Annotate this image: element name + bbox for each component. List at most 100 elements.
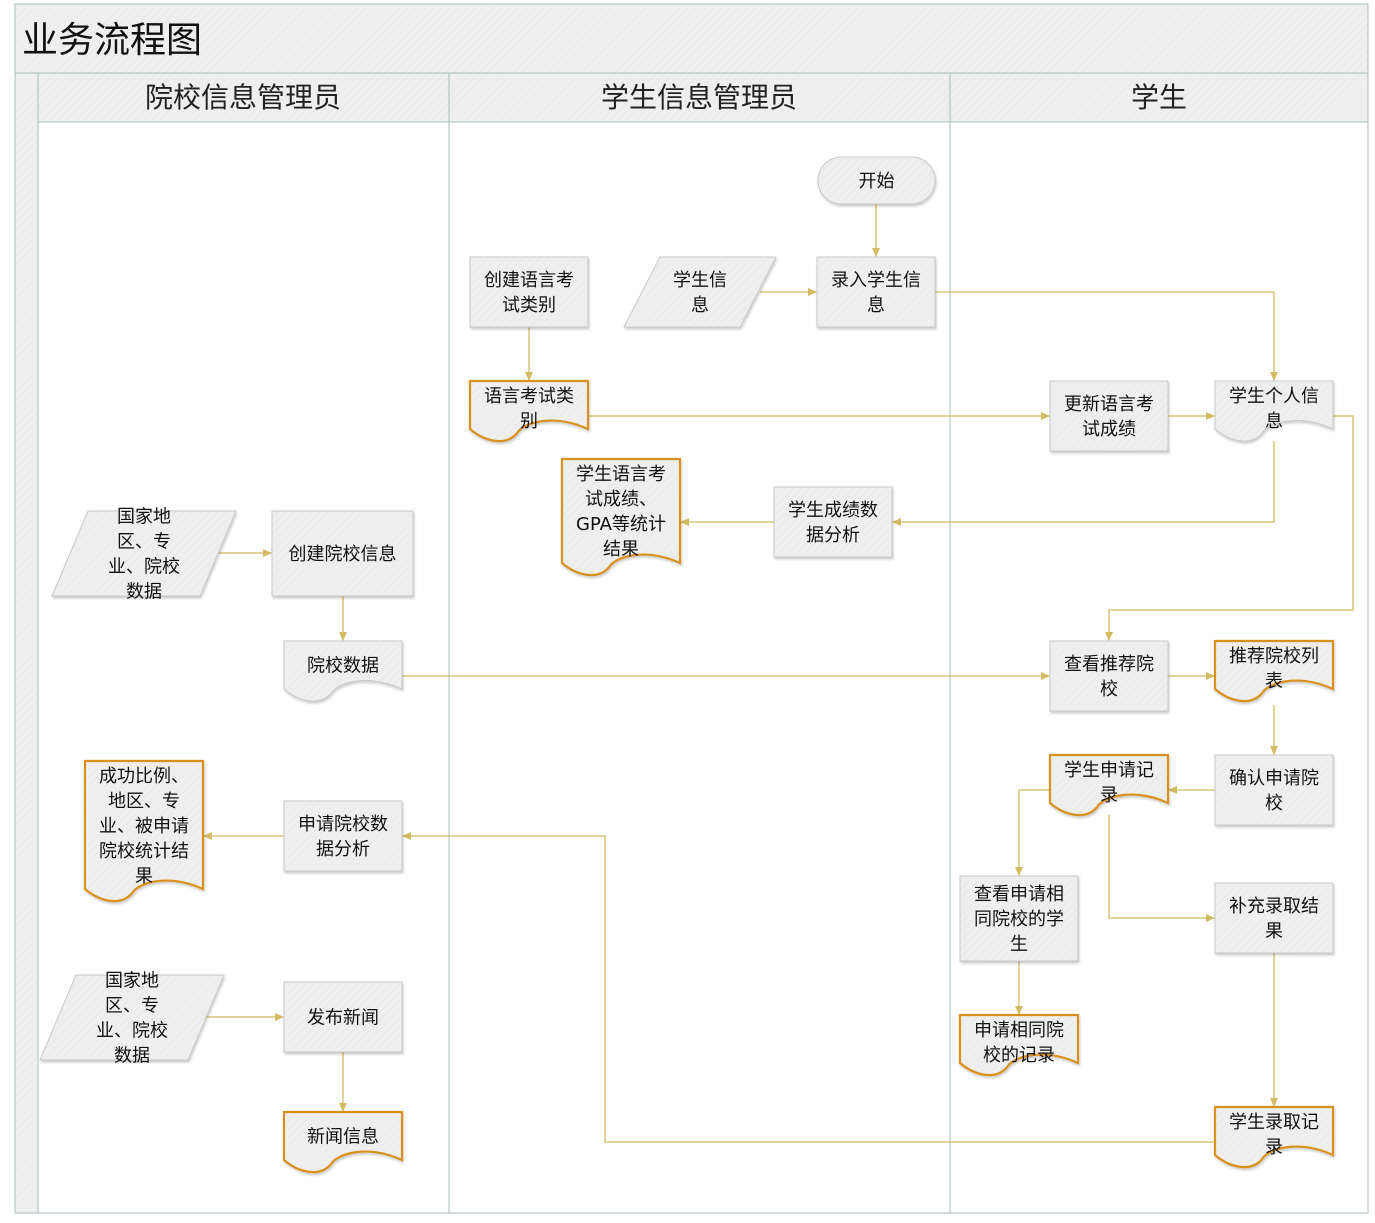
process-shape xyxy=(1214,754,1334,826)
node-lang-types[interactable]: 语言考试类别 xyxy=(468,379,590,443)
document-shape xyxy=(1213,639,1335,703)
node-score-results[interactable]: 学生语言考试成绩、 GPA等统计结果 xyxy=(560,457,682,577)
document-shape xyxy=(1213,1105,1335,1169)
label-line: 果 xyxy=(1265,921,1283,942)
node-personal-info[interactable]: 学生个人信息 xyxy=(1214,380,1334,442)
node-label: 确认申请院校 xyxy=(1229,768,1319,814)
node-success-stats[interactable]: 成功比例、地区、专业、被申请院校统计结果 xyxy=(83,759,205,903)
node-label: 补充录取结果 xyxy=(1229,896,1319,942)
label-line: 同院校的学 xyxy=(974,909,1064,930)
node-label: 学生申请记录 xyxy=(1064,760,1154,806)
document-shape xyxy=(1214,380,1334,442)
swimlane-pool: 业务流程图 院校信息管理员 学生信息管理员 学生 xyxy=(14,3,1369,1214)
label-line: 息 xyxy=(691,295,709,316)
node-label: 学生个人信息 xyxy=(1229,386,1319,432)
label-line: 地区、专 xyxy=(108,791,180,812)
label-line: 试成绩 xyxy=(1082,419,1136,440)
node-confirm-apply[interactable]: 确认申请院校 xyxy=(1214,754,1334,826)
label-line: GPA等统计 xyxy=(576,514,666,535)
title-bar xyxy=(14,3,1369,74)
label-line: 语言考试类 xyxy=(484,386,574,407)
label-line: 果 xyxy=(135,866,153,887)
label-line: 国家地 xyxy=(117,507,171,528)
node-label: 成功比例、地区、专业、被申请院校统计结果 xyxy=(99,766,189,887)
node-label: 学生成绩数据分析 xyxy=(788,500,878,546)
node-region-data1[interactable]: 国家地区、专业、院校数据 xyxy=(51,507,237,603)
document-shape xyxy=(958,1013,1080,1077)
label-line: 息 xyxy=(1265,411,1283,432)
node-label: 创建院校信息 xyxy=(289,544,397,565)
node-student-info-data[interactable]: 学生信息 xyxy=(623,256,777,328)
label-line: 业、院校 xyxy=(96,1021,168,1042)
connector-apply_record-to-view_same xyxy=(1015,789,1050,876)
terminal-shape xyxy=(817,156,936,205)
document-shape xyxy=(560,457,682,577)
lane-header-bar xyxy=(37,72,1369,123)
label-line: 别 xyxy=(520,411,538,432)
node-view-same[interactable]: 查看申请相同院校的学生 xyxy=(959,875,1079,962)
node-update-scores[interactable]: 更新语言考试成绩 xyxy=(1049,380,1169,452)
label-line: 结果 xyxy=(603,539,639,560)
node-apply-analysis[interactable]: 申请院校数据分析 xyxy=(283,800,403,872)
label-line: 学生成绩数 xyxy=(788,500,878,521)
node-label: 更新语言考试成绩 xyxy=(1064,394,1154,440)
label-line: 国家地 xyxy=(105,971,159,992)
node-create-school[interactable]: 创建院校信息 xyxy=(271,510,414,597)
left-strip xyxy=(14,72,39,1214)
node-start[interactable]: 开始 xyxy=(817,156,936,205)
data-shape xyxy=(623,256,777,328)
node-same-record[interactable]: 申请相同院校的记录 xyxy=(958,1013,1080,1077)
label-line: 学生个人信 xyxy=(1229,386,1319,407)
data-shape xyxy=(39,974,225,1061)
process-shape xyxy=(1049,640,1169,712)
label-line: 区、专 xyxy=(117,532,171,553)
node-add-result[interactable]: 补充录取结果 xyxy=(1214,882,1334,954)
node-label: 创建语言考试类别 xyxy=(484,270,574,316)
label-line: 补充录取结 xyxy=(1229,896,1319,917)
data-shape xyxy=(51,510,237,597)
node-label: 录入学生信息 xyxy=(831,270,921,316)
process-shape xyxy=(959,875,1079,962)
lane-header-school-admin: 院校信息管理员 xyxy=(145,81,341,114)
node-view-recommend[interactable]: 查看推荐院校 xyxy=(1049,640,1169,712)
label-line: 数据 xyxy=(114,1046,150,1067)
label-line: 查看推荐院 xyxy=(1064,654,1154,675)
node-label: 院校数据 xyxy=(307,656,379,677)
nodes: 开始创建语言考试类别学生信息录入学生信息语言考试类别更新语言考试成绩学生个人信息… xyxy=(39,156,1335,1174)
label-line: 表 xyxy=(1265,671,1283,692)
label-line: 据分析 xyxy=(806,525,860,546)
label-line: 学生语言考 xyxy=(576,464,666,485)
node-label: 推荐院校列表 xyxy=(1229,646,1319,692)
node-school-data[interactable]: 院校数据 xyxy=(283,640,403,702)
node-score-analysis[interactable]: 学生成绩数据分析 xyxy=(773,486,893,558)
node-publish-news[interactable]: 发布新闻 xyxy=(283,981,403,1053)
label-line: 数据 xyxy=(126,582,162,603)
label-line: 试成绩、 xyxy=(585,489,657,510)
node-news-info[interactable]: 新闻信息 xyxy=(282,1110,404,1174)
node-admit-record[interactable]: 学生录取记录 xyxy=(1213,1105,1335,1169)
connector-enter_student-to-personal_info xyxy=(935,291,1278,381)
label-line: 试类别 xyxy=(502,295,556,316)
label-line: 创建语言考 xyxy=(484,270,574,291)
label-line: 申请院校数 xyxy=(298,814,388,835)
node-recommend-list[interactable]: 推荐院校列表 xyxy=(1213,639,1335,703)
label-line: 确认申请院 xyxy=(1229,768,1319,789)
label-line: 业、院校 xyxy=(108,557,180,578)
document-shape xyxy=(1048,753,1170,817)
label-line: 开始 xyxy=(859,171,895,192)
label-line: 录 xyxy=(1265,1137,1283,1158)
node-label: 开始 xyxy=(859,171,895,192)
node-region-data2[interactable]: 国家地区、专业、院校数据 xyxy=(39,971,225,1067)
node-label: 新闻信息 xyxy=(307,1127,379,1148)
process-shape xyxy=(469,256,589,328)
label-line: 校 xyxy=(1100,679,1118,700)
process-shape xyxy=(1214,882,1334,954)
label-line: 生 xyxy=(1010,934,1028,955)
label-line: 推荐院校列 xyxy=(1229,646,1319,667)
node-apply-record[interactable]: 学生申请记录 xyxy=(1048,753,1170,817)
node-label: 国家地区、专业、院校数据 xyxy=(96,971,168,1067)
lane-header-student-admin: 学生信息管理员 xyxy=(601,81,797,114)
diagram-title: 业务流程图 xyxy=(22,20,202,61)
node-enter-student[interactable]: 录入学生信息 xyxy=(816,256,936,328)
node-create-lang[interactable]: 创建语言考试类别 xyxy=(469,256,589,328)
